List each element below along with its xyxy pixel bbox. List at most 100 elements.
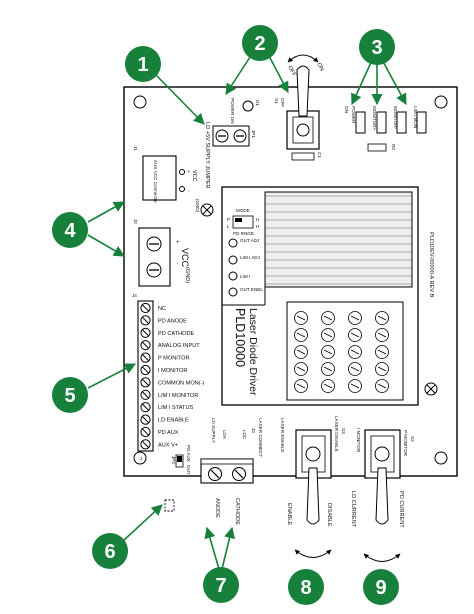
out-adj-label: OUT ADJ	[240, 238, 259, 243]
anode-label: ANODE	[214, 498, 220, 518]
j4-pin-label: PD AUX	[158, 430, 179, 436]
callout-4-number: 4	[64, 220, 76, 242]
callout-5: 5	[52, 377, 88, 413]
jp2-pd-aux-label: PD AUX	[186, 445, 191, 462]
s3-label: S3	[341, 428, 346, 434]
s1-label: S1	[274, 98, 279, 104]
out-enbl-label: OUT ENBL	[240, 287, 263, 292]
j4-pin-label: NC	[158, 306, 166, 312]
s2-label: S2	[410, 436, 415, 442]
aux-vcc-label: VCC	[191, 170, 197, 182]
mode-h2-label: H	[256, 224, 259, 229]
callout-8-number: 8	[300, 577, 311, 599]
j2-label: J2	[133, 219, 138, 224]
out-adj-pot-icon[interactable]	[228, 238, 238, 248]
j4-pin-label: COMMON MON(-)	[158, 380, 204, 386]
rotate-arrow-icon	[287, 54, 319, 63]
j4-pin-label: I MONITOR	[158, 368, 187, 374]
callout-7-number: 7	[215, 575, 226, 597]
led-lim-i-mon	[416, 111, 427, 134]
vent-holes	[294, 311, 389, 393]
led-monitor-minus	[396, 111, 407, 134]
led-monitor-plus	[376, 111, 387, 134]
module-name: PLD10000	[233, 308, 247, 367]
callout-2-number: 2	[254, 33, 265, 55]
lim-i-adj-pot-icon[interactable]	[228, 255, 238, 265]
p-monitor-label: P MONITOR	[403, 430, 408, 457]
ld-current-label: LD CURRENT	[350, 491, 356, 528]
led-power	[355, 111, 366, 134]
s1-off-label: OFF	[280, 98, 285, 107]
j4-pin-label: ANALOG INPUT	[158, 343, 200, 349]
callout-4: 4	[52, 212, 88, 248]
led-lim-i-mon-label: LIM I MON	[413, 106, 418, 128]
aux-vcc-connector-j1[interactable]	[142, 155, 177, 201]
laser-enable-label: LASER ENABLE	[280, 418, 285, 452]
lim-i-label: LIM I	[240, 274, 250, 279]
jumper-label: LD +5V SUPPLY JUMPER	[204, 122, 210, 188]
vcc-label: VCC	[180, 248, 190, 268]
j4-label: J4	[132, 293, 137, 298]
out-enbl-led-icon	[228, 287, 238, 297]
callout-6: 6	[92, 533, 128, 569]
aux-vcc-connector-label: AUX VCC Connector	[153, 160, 158, 203]
jp1-label: JP1	[251, 130, 256, 138]
callout-7: 7	[203, 567, 239, 603]
j4-pin-label: PD CATHODE	[158, 331, 195, 337]
lda-label: LDA	[222, 430, 227, 440]
mounting-hole-icon	[434, 451, 448, 465]
c1-label: C1	[317, 152, 322, 158]
led-power-label: POWER	[351, 106, 356, 124]
mode-h1-label: H	[256, 217, 259, 222]
j4-terminal-block[interactable]	[137, 300, 154, 452]
vcc-minus-label: -	[174, 262, 180, 264]
j3-label: J3	[251, 428, 256, 433]
mode-l-label: L	[227, 224, 230, 229]
rotate-arrow-icon	[294, 549, 332, 558]
j4-pin-label: LIM I MONITOR	[158, 393, 198, 399]
aux-vcc-minus-label: -	[186, 190, 191, 192]
callout-1-number: 1	[137, 54, 148, 76]
j4-pin-label: PD ANODE	[158, 318, 187, 324]
jp2-label: JP2	[171, 456, 176, 464]
callout-2: 2	[242, 25, 278, 61]
pd-current-label: PD CURRENT	[398, 491, 404, 528]
rotate-arrow-icon	[363, 553, 401, 562]
callout-arrows	[87, 53, 407, 570]
jp2-out-label: OUT	[186, 465, 191, 475]
lim-i-adj-label: LIM I ADJ	[240, 255, 260, 260]
j1-label: J1	[133, 146, 138, 151]
callout-3-number: 3	[371, 37, 382, 59]
i-monitor-label: I MONITOR	[356, 428, 361, 453]
d1-label: D1	[255, 100, 260, 106]
callout-3: 3	[359, 29, 395, 65]
mounting-hole-icon	[434, 95, 448, 109]
callout-6-number: 6	[104, 541, 115, 563]
j4-pin-label: LIM I STATUS	[158, 405, 193, 411]
switch-on-arrow-label: ON	[315, 62, 324, 72]
heatsink	[264, 191, 413, 288]
laser-disable-label: LASER DISABLE	[334, 416, 339, 452]
cathode-label: CATHODE	[234, 498, 240, 525]
callout-9: 9	[363, 569, 399, 605]
j4-pin-screws	[140, 302, 151, 450]
laser-connect-label: LASER CONNECT	[258, 418, 263, 457]
toggle-lever-icon	[306, 467, 320, 525]
mode-p-label: P	[227, 217, 230, 222]
ld-supply-label: LD SUPPLY	[211, 418, 216, 443]
r2-label: R2	[391, 144, 396, 150]
callout-5-number: 5	[64, 385, 75, 407]
jp2-callout-box	[164, 499, 175, 512]
ldc-label: LDC	[242, 430, 247, 440]
j4-pin-label: P MONITOR	[158, 356, 190, 362]
j4-pin-labels: NC PD ANODE PD CATHODE ANALOG INPUT P MONITO…	[158, 306, 204, 448]
callout-8: 8	[288, 569, 324, 605]
toggle-lever-icon	[375, 467, 389, 525]
j4-pin-label: AUX V+	[158, 442, 178, 448]
aux-vcc-plus-label: +	[186, 170, 191, 173]
callout-1: 1	[125, 46, 161, 82]
vcc-gnd-label: (GND)	[184, 267, 190, 283]
led-on-label: ON	[344, 106, 349, 113]
